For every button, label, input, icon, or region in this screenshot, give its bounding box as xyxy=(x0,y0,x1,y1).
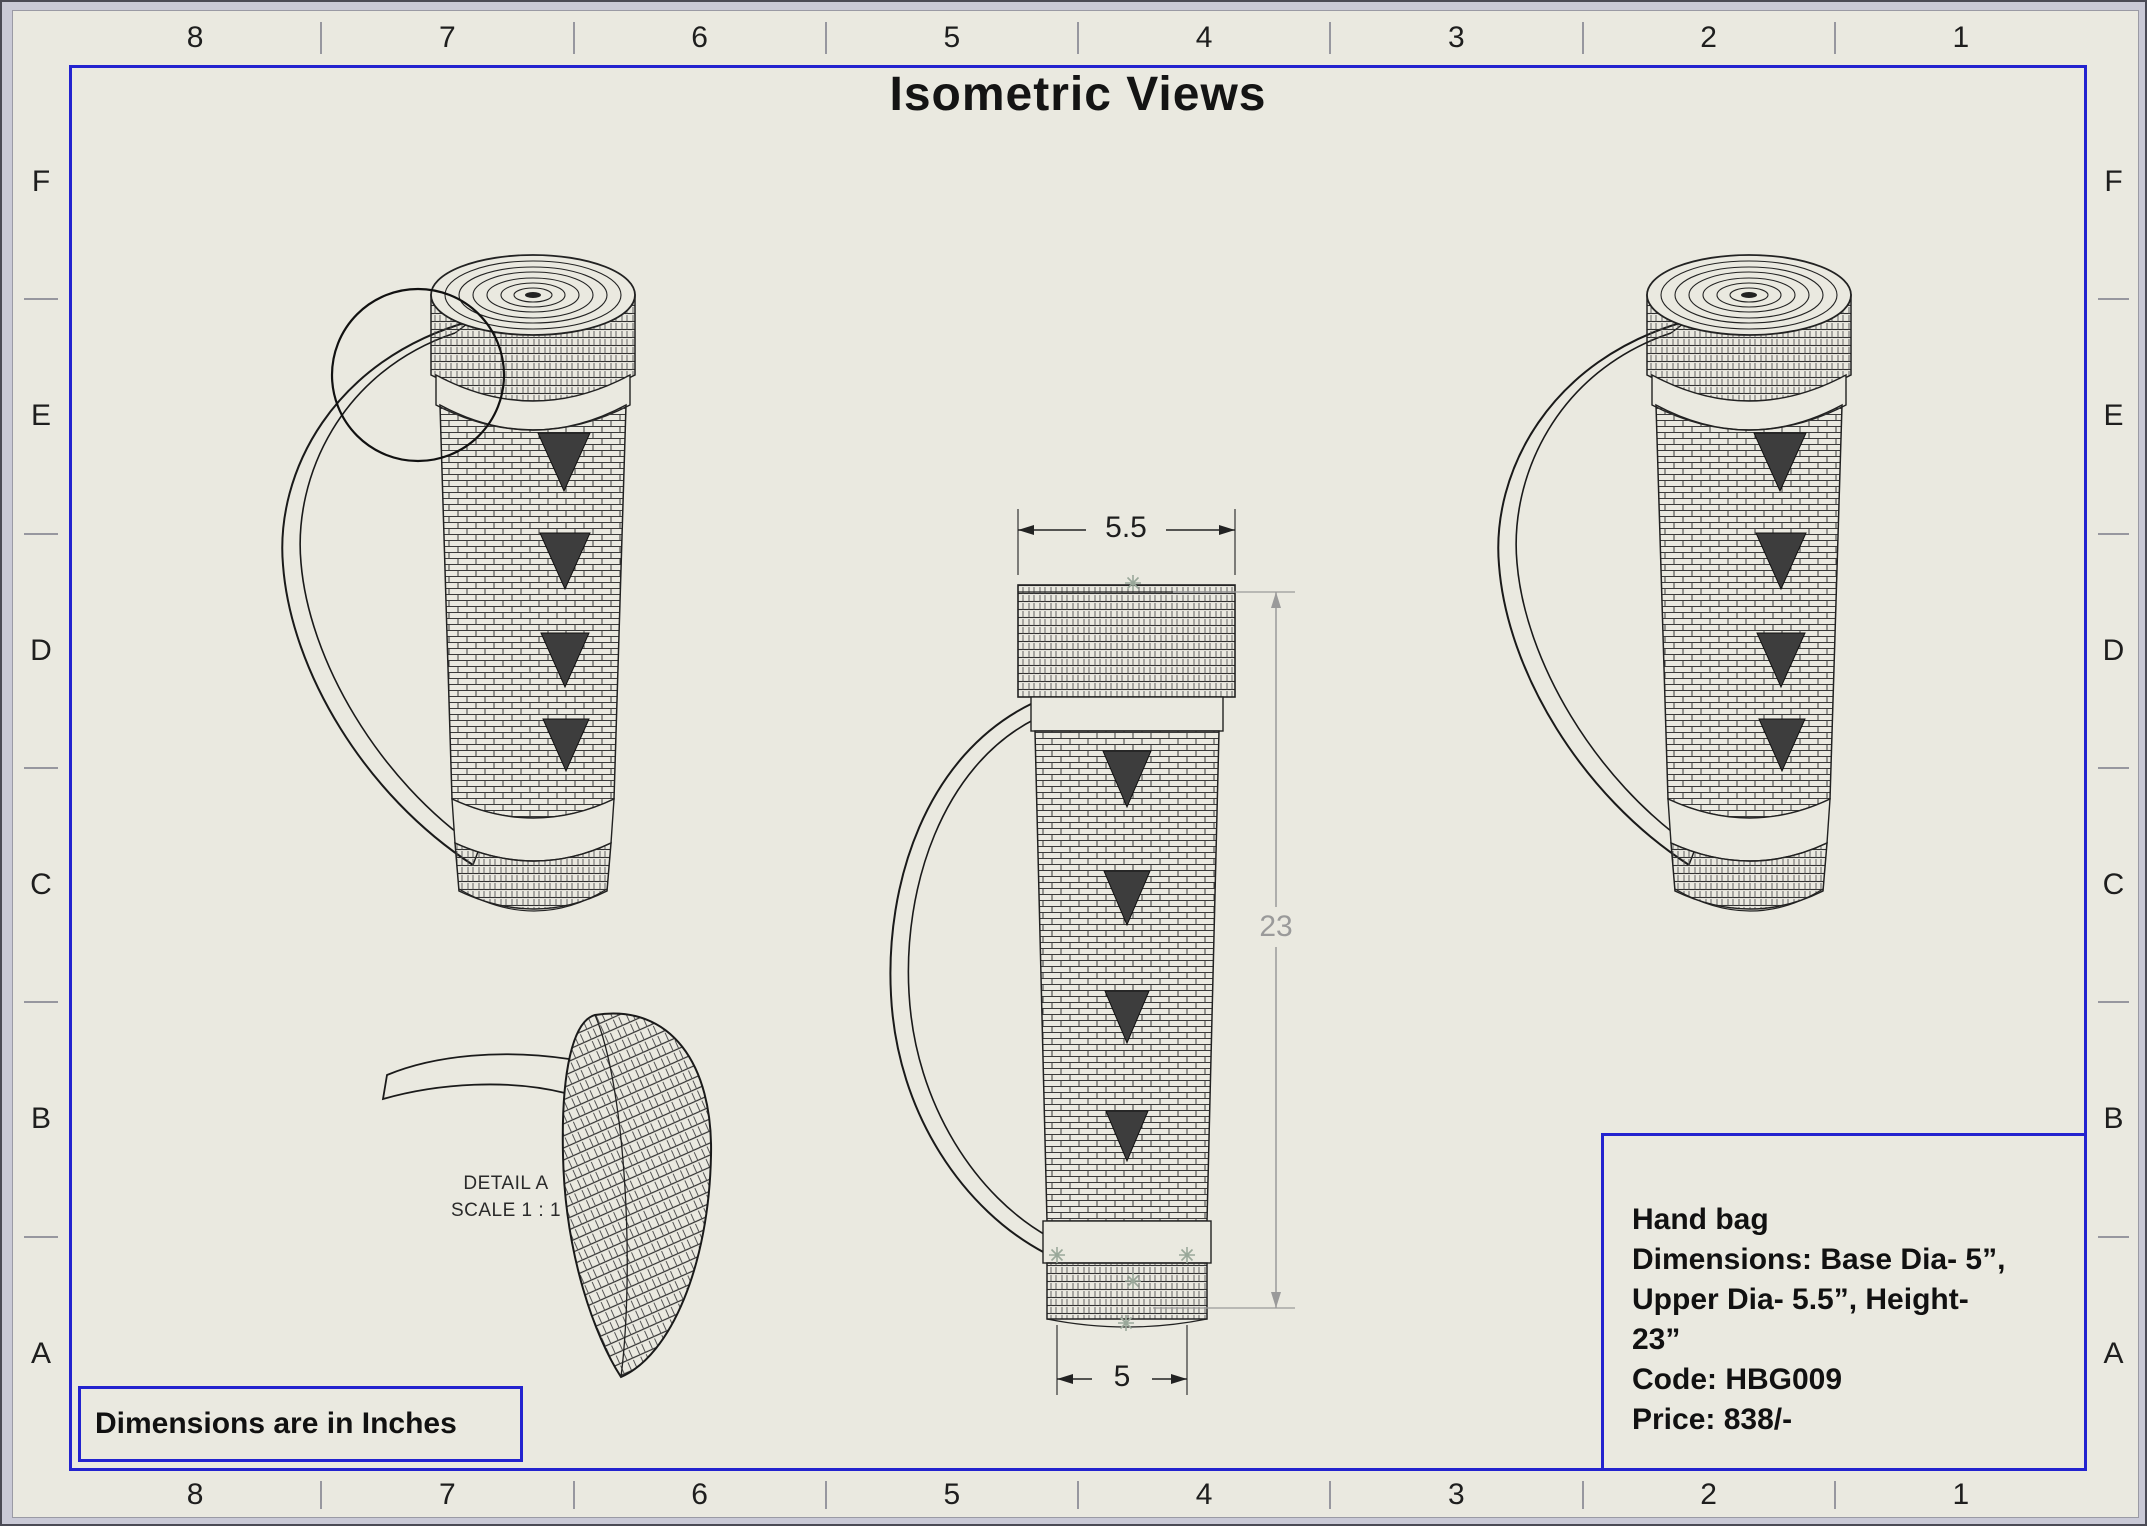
ruler-label: C xyxy=(2087,768,2140,1004)
dim-label-upper-dia: 5.5 xyxy=(1086,508,1166,548)
drawing-art xyxy=(281,254,1852,1395)
ruler-label: 6 xyxy=(574,1471,828,1519)
detail-callout-circle xyxy=(330,287,506,463)
ruler-label: 2 xyxy=(1583,11,1837,65)
detail-a-caption: DETAIL A SCALE 1 : 1 xyxy=(421,1171,591,1224)
ruler-label: 8 xyxy=(69,11,323,65)
sheet-frame xyxy=(69,65,2087,1471)
ruler-label: B xyxy=(13,1002,69,1238)
ruler-label: 5 xyxy=(826,1471,1080,1519)
ruler-label: 1 xyxy=(1952,1478,1970,1511)
ruler-label: 4 xyxy=(1078,11,1332,65)
ruler-label: 3 xyxy=(1330,1471,1584,1519)
spec-line: Upper Dia- 5.5”, Height- xyxy=(1632,1283,1969,1316)
ruler-bottom: 8 7 6 5 4 3 2 1 xyxy=(69,1471,2087,1519)
ruler-label: A xyxy=(2103,1336,2124,1370)
ruler-label: C xyxy=(13,768,69,1004)
spec-line: Hand bag xyxy=(1632,1203,1769,1236)
ruler-label: 8 xyxy=(69,1471,323,1519)
ruler-label: D xyxy=(2087,534,2140,770)
dim-label-height: 23 xyxy=(1241,907,1311,947)
ruler-label: D xyxy=(13,534,69,770)
ruler-label: 7 xyxy=(321,11,575,65)
ruler-label: 2 xyxy=(1583,1471,1837,1519)
ruler-label: E xyxy=(13,299,69,535)
sheet-paper: 8 7 6 5 4 3 2 1 8 7 6 5 4 3 2 1 F E D C … xyxy=(12,10,2139,1518)
page-title: Isometric Views xyxy=(889,68,1267,121)
left-isometric-view xyxy=(281,254,636,912)
ruler-label: 5 xyxy=(826,11,1080,65)
ruler-label: E xyxy=(2087,299,2140,535)
dim-height xyxy=(1153,591,1295,1309)
ruler-label: 1 xyxy=(1952,21,1970,54)
units-note-text: Dimensions are in Inches xyxy=(95,1407,457,1440)
ruler-right: F E D C B A xyxy=(2087,65,2140,1471)
detail-a-view xyxy=(381,1012,713,1379)
ruler-label: A xyxy=(30,1336,51,1370)
ruler-label: 6 xyxy=(574,11,828,65)
detail-a-scale: SCALE 1 : 1 xyxy=(450,1199,562,1221)
ruler-label: F xyxy=(13,65,69,301)
spec-line: 23” xyxy=(1632,1323,1681,1356)
right-isometric-view xyxy=(1497,254,1852,912)
ruler-top: 8 7 6 5 4 3 2 1 xyxy=(69,11,2087,65)
spec-line: Price: 838/- xyxy=(1632,1403,1793,1436)
ruler-left: F E D C B A xyxy=(13,65,69,1471)
spec-line: Code: HBG009 xyxy=(1632,1363,1843,1396)
front-view xyxy=(889,584,1236,1328)
ruler-label: 4 xyxy=(1078,1471,1332,1519)
spec-line: Dimensions: Base Dia- 5”, xyxy=(1632,1243,2006,1276)
units-note-box: Dimensions are in Inches xyxy=(78,1386,523,1462)
ruler-label: B xyxy=(2087,1002,2140,1238)
ruler-label: 7 xyxy=(321,1471,575,1519)
product-spec-box: Hand bag Dimensions: Base Dia- 5”, Upper… xyxy=(1601,1133,2087,1471)
detail-a-name: DETAIL A xyxy=(463,1173,549,1194)
dim-label-base-dia: 5 xyxy=(1092,1357,1152,1397)
ruler-label: F xyxy=(2087,65,2140,301)
ruler-label: 3 xyxy=(1330,11,1584,65)
